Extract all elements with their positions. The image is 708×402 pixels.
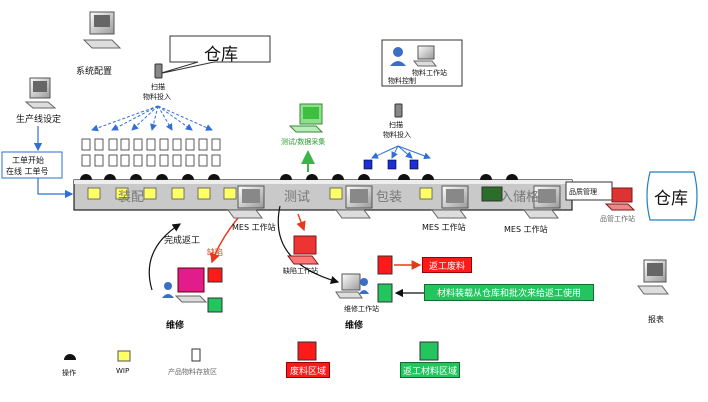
qc-workstation-label: 品管工作站: [600, 215, 635, 223]
scan-left-label: 扫描: [151, 83, 165, 91]
warehouse-cylinder: [646, 171, 698, 221]
repair-left-label: 维修: [166, 321, 185, 331]
scrap-box: 返工废料: [422, 257, 472, 273]
rework-area-bin: [419, 341, 439, 361]
rework-done-label: 完成返工: [164, 236, 201, 246]
rework-material-bin: [377, 283, 393, 303]
report-label: 报表: [648, 315, 664, 324]
rework-done-arrow: [148, 223, 182, 291]
order-to-line-arrow: [37, 178, 74, 199]
line-setup-computer-icon: [24, 77, 57, 109]
mes-workstation-1-label: MES 工作站: [232, 223, 276, 232]
operator-icons-right: [280, 174, 518, 180]
segment-storage-label: 入储格: [500, 190, 540, 205]
order-start-box: [1, 151, 63, 179]
warehouse-right-label: 仓库: [654, 189, 688, 209]
defect-workstation-icon: [287, 235, 319, 265]
material-return-box: 材料装载从仓库和批次来给返工使用: [424, 284, 594, 301]
system-config-computer-icon: [82, 11, 122, 49]
qc-workstation-icon: [604, 187, 636, 211]
order-start-number-label: 在线 工单号: [6, 167, 49, 176]
station-computer-4-icon: [523, 185, 561, 219]
station-computer-1-icon: [227, 185, 265, 219]
legend-storage-label: 产品物料存放区: [168, 368, 217, 376]
material-control-label: 物料控制: [388, 77, 416, 85]
test-data-label: 测试/数据采集: [281, 138, 326, 146]
repair-mid-station: [335, 273, 369, 299]
defect-arrow-mid: [296, 213, 306, 232]
legend-operation-label: 操作: [62, 369, 76, 377]
warehouse-top-label: 仓库: [204, 45, 238, 65]
scanner-right-icon: [394, 103, 403, 118]
legend-storage-icon: [191, 348, 201, 362]
qc-mgmt-label: 品质管理: [569, 188, 597, 196]
segment-assembly-label: 装配: [118, 190, 145, 205]
test-data-computer-icon: [288, 103, 324, 133]
repair-left-station: [162, 267, 223, 313]
station-computer-2-icon: [335, 185, 373, 219]
report-computer-icon: [637, 259, 669, 295]
defect-arrow-left: [210, 217, 239, 264]
material-input-left-arrows: [91, 105, 213, 132]
mes-workstation-2-label: MES 工作站: [422, 223, 466, 232]
material-input-left-label: 物料投入: [143, 93, 171, 101]
repair-mid-label: 维修: [345, 321, 364, 331]
segment-packaging-label: 包装: [376, 190, 403, 205]
operator-person-icon: [390, 47, 406, 66]
scrap-area-box: 废料区域: [286, 362, 330, 378]
defect-workstation-label: 缺陷工作站: [283, 267, 318, 275]
scrap-bin: [377, 255, 393, 275]
storage-item-green: [481, 186, 503, 202]
material-workstation-label: 物料工作站: [412, 69, 447, 77]
defect-label: 缺陷: [207, 248, 223, 257]
mes-workstation-3-label: MES 工作站: [504, 225, 548, 234]
station-computer-3-icon: [431, 185, 469, 219]
repair-return-arrow: [277, 205, 340, 285]
system-config-label: 系统配置: [76, 67, 113, 77]
material-input-right-label: 物料投入: [383, 131, 411, 139]
operator-icons-left: [80, 174, 220, 180]
material-workstation-computer-icon: [412, 45, 438, 67]
warehouse-callout: [157, 35, 271, 75]
blue-parts: [363, 159, 419, 170]
legend-wip-icon: [117, 350, 131, 362]
order-start-label: 工单开始: [12, 156, 44, 165]
scanner-left-icon: [154, 63, 163, 79]
scrap-area-bin: [297, 341, 317, 361]
segment-test-label: 测试: [284, 190, 311, 205]
legend-operation-icon: [64, 354, 76, 360]
rework-area-box: 返工材料区域: [400, 362, 460, 378]
line-setup-label: 生产线设定: [16, 115, 62, 125]
legend-wip-label: WIP: [116, 367, 130, 375]
scan-right-label: 扫描: [389, 121, 403, 129]
repair-workstation-label: 维修工作站: [344, 305, 379, 313]
material-input-right-arrows: [371, 145, 431, 160]
storage-bins-left: [81, 138, 221, 167]
